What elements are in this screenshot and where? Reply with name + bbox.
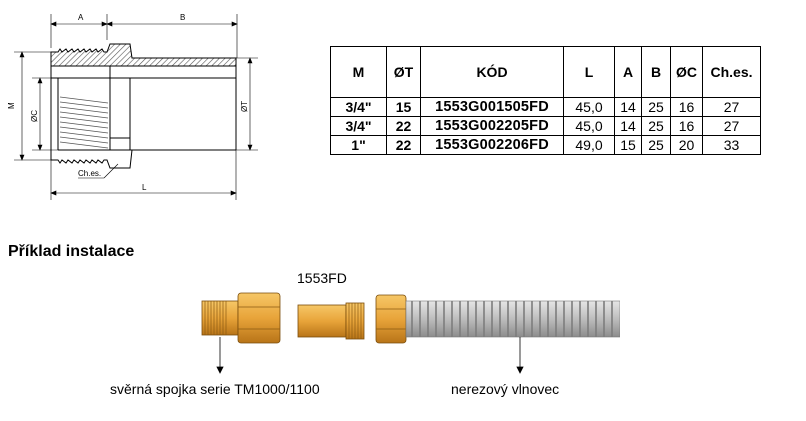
col-header-t: ØT: [386, 46, 421, 98]
col-header-l: L: [563, 46, 615, 98]
caption-compression-fitting: svěrná spojka serie TM1000/1100: [110, 381, 320, 397]
col-header-c: ØC: [670, 46, 703, 98]
cell-m: 3/4": [330, 97, 387, 117]
cell-b: 25: [641, 135, 671, 155]
table-header-row: M ØT KÓD L A B ØC Ch.es.: [330, 46, 761, 98]
cell-ches: 27: [702, 97, 761, 117]
table-row: 3/4" 22 1553G002205FD 45,0 14 25 16 27: [330, 116, 761, 136]
cell-l: 45,0: [563, 116, 615, 136]
cell-m: 1": [330, 135, 387, 155]
compression-fitting-image: [201, 292, 281, 344]
dimension-c: [32, 77, 58, 151]
table-row: 1" 22 1553G002206FD 49,0 15 25 20 33: [330, 135, 761, 155]
dim-m-label: M: [7, 102, 16, 109]
caption-arrows: [216, 337, 524, 374]
cell-t: 15: [386, 97, 421, 117]
col-header-code: KÓD: [420, 46, 564, 98]
cell-code: 1553G001505FD: [420, 97, 564, 117]
section-title: Příklad instalace: [8, 243, 135, 260]
cell-l: 45,0: [563, 97, 615, 117]
spec-table: M ØT KÓD L A B ØC Ch.es. 3/4" 15 1553G00…: [330, 46, 761, 155]
dim-a-label: A: [78, 13, 84, 22]
adapter-1553fd-image: [297, 302, 365, 340]
ches-leader: [78, 163, 119, 179]
dim-b-label: B: [180, 13, 185, 22]
cell-t: 22: [386, 116, 421, 136]
dimension-l: [50, 150, 237, 200]
dimension-m: [14, 51, 51, 161]
fitting-outline: [50, 43, 237, 169]
product-label: 1553FD: [297, 270, 347, 286]
dimension-t: [236, 57, 258, 151]
cell-b: 25: [641, 116, 671, 136]
corrugated-pipe-image: [375, 294, 620, 344]
dim-l-label: L: [142, 183, 147, 192]
cell-code: 1553G002205FD: [420, 116, 564, 136]
dim-c-label: ØC: [30, 110, 39, 122]
dim-t-label: ØT: [240, 101, 249, 112]
cell-t: 22: [386, 135, 421, 155]
thread-lines: [59, 96, 109, 149]
cell-ches: 27: [702, 116, 761, 136]
col-header-b: B: [641, 46, 671, 98]
technical-drawing: A B M: [7, 13, 258, 200]
cell-a: 15: [614, 135, 642, 155]
cell-b: 25: [641, 97, 671, 117]
dimension-a-b: [50, 14, 238, 58]
col-header-m: M: [330, 46, 387, 98]
cell-code: 1553G002206FD: [420, 135, 564, 155]
caption-corrugated-pipe: nerezový vlnovec: [451, 381, 560, 397]
cell-c: 16: [670, 116, 703, 136]
col-header-a: A: [614, 46, 642, 98]
dim-ches-label: Ch.es.: [78, 169, 101, 178]
cell-l: 49,0: [563, 135, 615, 155]
cell-m: 3/4": [330, 116, 387, 136]
table-row: 3/4" 15 1553G001505FD 45,0 14 25 16 27: [330, 97, 761, 117]
col-header-ches: Ch.es.: [702, 46, 761, 98]
cell-a: 14: [614, 116, 642, 136]
cell-a: 14: [614, 97, 642, 117]
cell-c: 20: [670, 135, 703, 155]
cell-c: 16: [670, 97, 703, 117]
installation-illustration: [201, 292, 620, 374]
cell-ches: 33: [702, 135, 761, 155]
